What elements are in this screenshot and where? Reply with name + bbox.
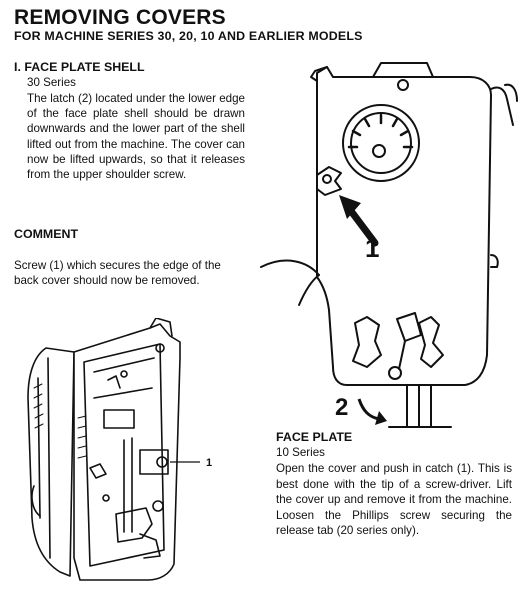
face-plate-body: Open the cover and push in catch (1). Th… bbox=[276, 462, 512, 538]
face-plate-shell-body: The latch (2) located under the lower ed… bbox=[27, 92, 245, 182]
face-plate-heading: FACE PLATE bbox=[276, 430, 353, 444]
face-plate-shell-heading: I. FACE PLATE SHELL bbox=[14, 60, 145, 74]
callout-1-top: 1 bbox=[365, 233, 379, 263]
callout-2-top: 2 bbox=[335, 394, 348, 421]
comment-heading: COMMENT bbox=[14, 227, 79, 241]
callout-1-bottom: 1 bbox=[206, 457, 212, 469]
page-title: REMOVING COVERS bbox=[14, 6, 226, 29]
face-plate-series: 10 Series bbox=[276, 446, 325, 459]
comment-body: Screw (1) which secures the edge of the … bbox=[14, 259, 221, 288]
face-plate-shell-series: 30 Series bbox=[27, 76, 76, 89]
face-plate-shell-illustration: 1 2 bbox=[260, 62, 518, 428]
face-plate-illustration: 1 bbox=[27, 318, 212, 581]
page-subtitle: FOR MACHINE SERIES 30, 20, 10 AND EARLIE… bbox=[14, 29, 363, 43]
